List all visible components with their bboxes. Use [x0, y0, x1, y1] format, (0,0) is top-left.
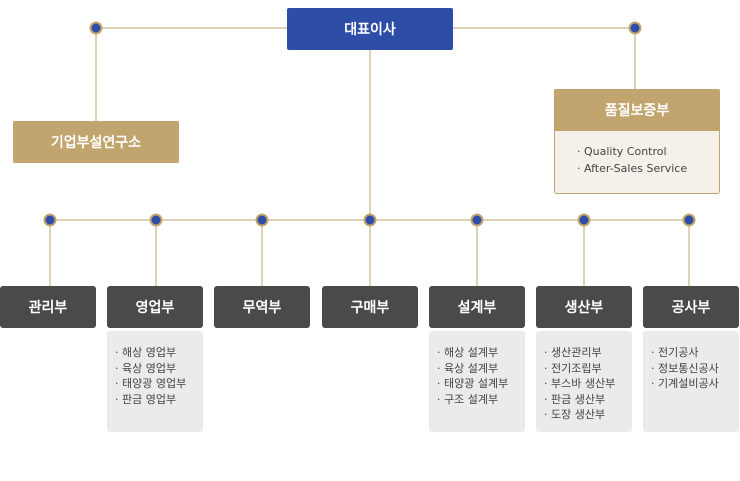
junction-dot	[577, 213, 591, 227]
list-item: · 판금 영업부	[115, 392, 177, 406]
quality-label: 품질보증부	[604, 103, 670, 119]
junction-dot	[628, 21, 642, 35]
junction-dot	[149, 213, 163, 227]
quality-item: · Quality Control	[577, 145, 667, 158]
junction-dot	[363, 213, 377, 227]
list-item: · 육상 설계부	[437, 361, 499, 375]
sales-sublist: · 해상 영업부 · 육상 영업부 · 태양광 영업부 · 판금 영업부	[107, 331, 203, 432]
quality-item: · After-Sales Service	[577, 162, 688, 175]
dept-label: 설계부	[457, 300, 497, 316]
list-item: · 육상 영업부	[115, 361, 177, 375]
dept-box-purchasing: 구매부	[322, 286, 418, 328]
list-item: · 해상 영업부	[115, 346, 177, 359]
list-item: · 태양광 설계부	[437, 377, 509, 390]
dept-label: 무역부	[242, 300, 282, 316]
list-item: · 해상 설계부	[437, 346, 499, 359]
dept-label: 생산부	[564, 300, 604, 316]
dept-box-sales: 영업부	[107, 286, 203, 328]
dept-box-trade: 무역부	[214, 286, 310, 328]
dept-label: 관리부	[28, 300, 68, 316]
junction-dot	[89, 21, 103, 35]
quality-box: 품질보증부	[554, 89, 720, 131]
production-sublist: · 생산관리부 · 전기조립부 · 부스바 생산부 · 판금 생산부 · 도장 …	[536, 331, 632, 432]
list-item: · 도장 생산부	[544, 408, 606, 421]
list-item: · 판금 생산부	[544, 392, 606, 406]
list-item: · 전기공사	[651, 346, 699, 359]
research-lab-label: 기업부설연구소	[50, 135, 142, 151]
list-item: · 구조 설계부	[437, 392, 499, 406]
ceo-box: 대표이사	[287, 8, 453, 50]
ceo-label: 대표이사	[344, 22, 396, 38]
dept-label: 구매부	[350, 300, 390, 316]
list-item: · 생산관리부	[544, 346, 602, 359]
design-sublist: · 해상 설계부 · 육상 설계부 · 태양광 설계부 · 구조 설계부	[429, 331, 525, 432]
list-item: · 기계설비공사	[651, 377, 719, 390]
dept-label: 공사부	[671, 300, 711, 316]
junction-dot	[682, 213, 696, 227]
junction-dot	[470, 213, 484, 227]
dept-box-production: 생산부	[536, 286, 632, 328]
construction-sublist: · 전기공사 · 정보통신공사 · 기계설비공사	[643, 331, 739, 432]
quality-sublist: · Quality Control · After-Sales Service	[554, 131, 720, 194]
list-item: · 정보통신공사	[651, 361, 719, 375]
dept-box-admin: 관리부	[0, 286, 96, 328]
dept-box-design: 설계부	[429, 286, 525, 328]
list-item: · 부스바 생산부	[544, 377, 616, 390]
dept-box-construction: 공사부	[643, 286, 739, 328]
junction-dot	[43, 213, 57, 227]
list-item: · 전기조립부	[544, 361, 602, 375]
research-lab-box: 기업부설연구소	[13, 121, 179, 163]
dept-label: 영업부	[135, 300, 175, 316]
list-item: · 태양광 영업부	[115, 377, 187, 390]
junction-dot	[255, 213, 269, 227]
